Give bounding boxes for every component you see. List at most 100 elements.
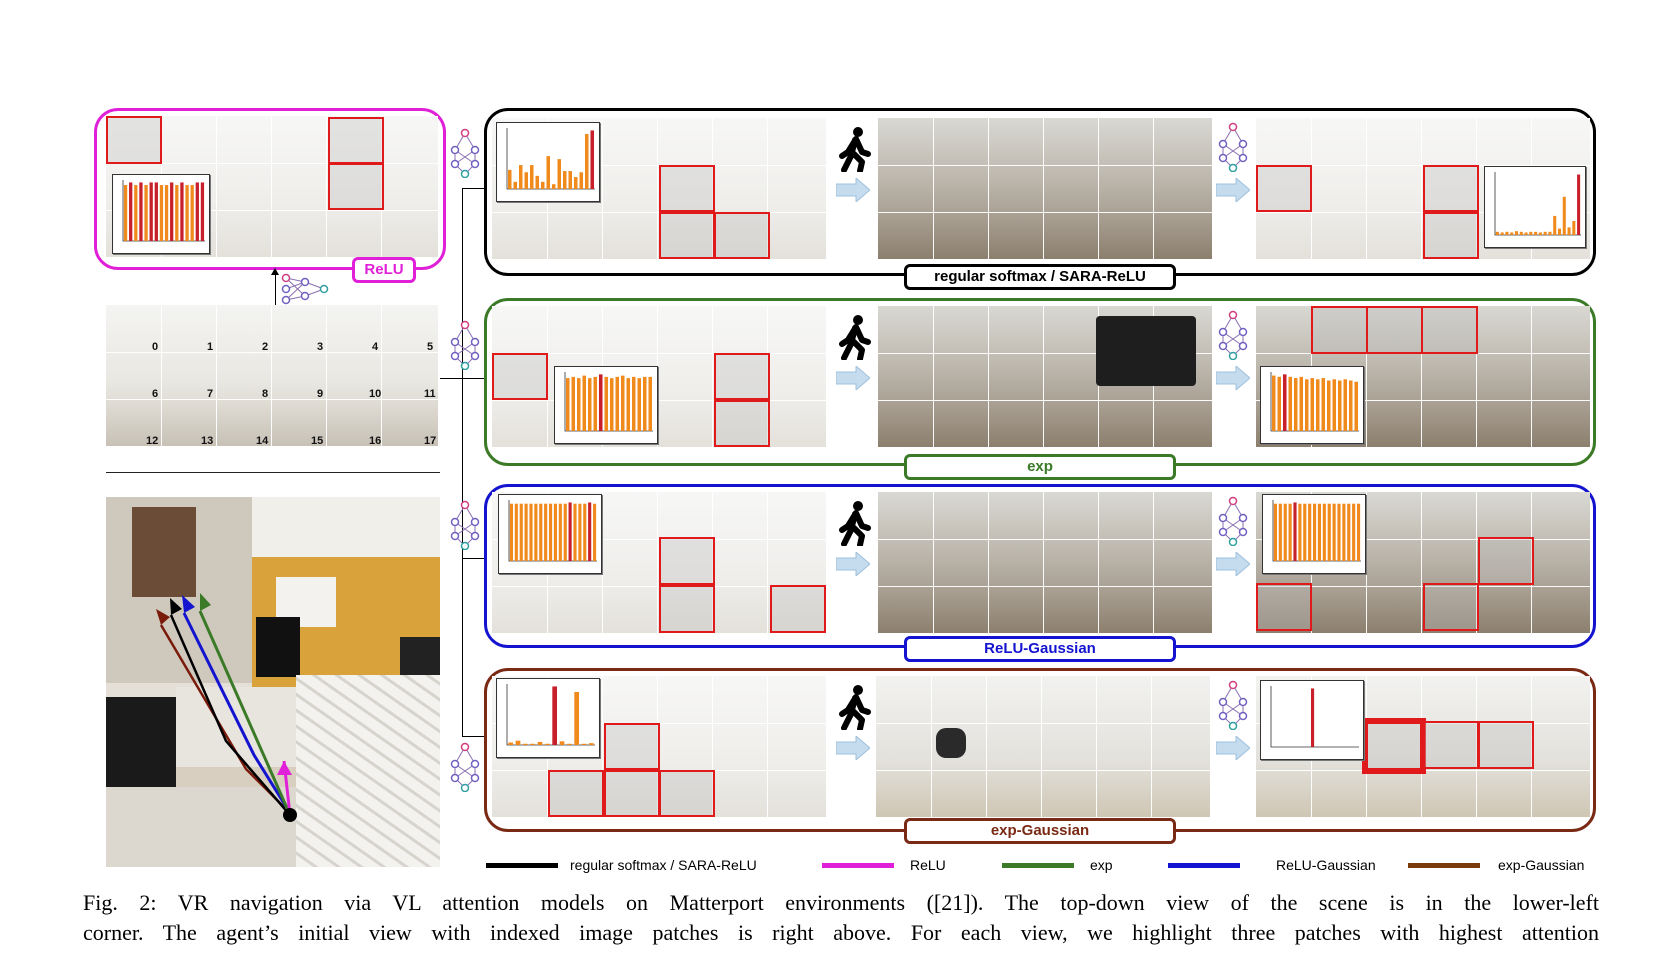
histogram-bar: [552, 686, 557, 745]
legend-label: regular softmax / SARA-ReLU: [570, 857, 757, 873]
histogram-bar: [1558, 229, 1561, 235]
legend-item: ReLU-Gaussian: [1168, 856, 1376, 874]
neural-network-icon: [280, 272, 330, 306]
patch-index: 7: [207, 388, 213, 400]
histogram-bar: [523, 744, 528, 745]
regular-final-view: [1256, 118, 1590, 259]
right-arrow-icon: [836, 552, 870, 581]
histogram-bar: [593, 377, 597, 431]
histogram-bar: [615, 377, 619, 431]
histogram-bar: [560, 741, 565, 745]
attention-patch: [1311, 306, 1368, 354]
legend-label: exp: [1090, 857, 1113, 873]
histogram-bar: [1299, 377, 1303, 431]
patch-index: 2: [262, 341, 268, 353]
patch-index: 0: [152, 341, 158, 353]
histogram-bar: [590, 130, 594, 189]
histogram-bar: [554, 504, 557, 561]
legend-item: regular softmax / SARA-ReLU: [486, 856, 757, 874]
patch-index: 3: [317, 341, 323, 353]
histogram-bar: [508, 170, 512, 189]
histogram-bar: [1515, 231, 1518, 235]
attention-patch: [492, 353, 548, 400]
histogram-bar: [1510, 232, 1513, 235]
neural-network-icon: [448, 500, 482, 550]
patch-index: 15: [311, 435, 323, 447]
histogram-bar: [538, 742, 543, 745]
histogram-bar: [1338, 381, 1342, 431]
histogram-bar: [185, 185, 188, 241]
histogram-bar: [129, 182, 132, 241]
attention-patch: [1423, 721, 1479, 769]
figure-number: Fig. 2:: [83, 890, 157, 915]
relu-view-image: [106, 116, 438, 257]
attention-patch: [659, 212, 715, 259]
regular-initial-view: [492, 118, 826, 259]
histogram-bar: [201, 182, 204, 241]
exp-final-view: [1256, 306, 1590, 447]
histogram-bar: [1525, 232, 1528, 235]
histogram-bar: [589, 743, 594, 745]
histogram-bar: [530, 744, 535, 745]
histogram-bar: [134, 185, 137, 241]
legend-item: ReLU: [822, 856, 946, 874]
top-down-map: [106, 497, 440, 867]
relu-gaussian-final-view: [1256, 492, 1590, 633]
attention-patch: [328, 117, 384, 164]
legend-label: ReLU-Gaussian: [1276, 857, 1376, 873]
histogram-bar: [520, 504, 523, 561]
attention-patch: [1423, 212, 1479, 259]
patch-index: 11: [424, 388, 436, 400]
attention-histogram: [112, 174, 210, 254]
histogram-bar: [1289, 504, 1292, 561]
attention-patch: [548, 770, 604, 817]
attention-patch: [1478, 537, 1534, 585]
histogram-bar: [563, 171, 567, 189]
attention-patch: [1423, 583, 1479, 631]
histogram-bar: [1347, 504, 1350, 561]
histogram-bar: [583, 504, 586, 561]
attention-patch: [1478, 721, 1534, 769]
histogram-bar: [648, 377, 652, 431]
legend-label: ReLU: [910, 857, 946, 873]
histogram-axis: [1271, 686, 1359, 747]
histogram-bar: [632, 377, 636, 431]
figure-caption: Fig. 2: VR navigation via VL attention m…: [83, 888, 1599, 948]
exp-gaussian-final-view: [1256, 676, 1590, 817]
relu-gaussian-mid-view: [878, 492, 1212, 633]
histogram-bar: [573, 504, 576, 561]
legend-swatch: [1408, 863, 1480, 868]
legend-swatch: [486, 863, 558, 868]
histogram-bar: [1277, 377, 1281, 431]
histogram-axis: [507, 684, 595, 745]
histogram-bar: [1343, 379, 1347, 431]
histogram-bar: [610, 378, 614, 431]
histogram-bar: [567, 744, 572, 745]
walking-person-icon: [834, 126, 874, 177]
histogram-bar: [1321, 378, 1325, 431]
attention-patch: [328, 163, 384, 210]
patch-index: 9: [317, 388, 323, 400]
histogram-bar: [577, 378, 581, 431]
histogram-bar: [569, 502, 572, 561]
histogram-bar: [643, 377, 647, 431]
right-arrow-icon: [1216, 552, 1250, 581]
patch-index: 4: [372, 341, 378, 353]
histogram-bar: [588, 502, 591, 561]
attention-patch: [714, 353, 770, 400]
attention-patch: [1366, 306, 1423, 354]
neural-network-icon: [1216, 496, 1250, 551]
attention-patch: [604, 770, 660, 817]
caption-line: VR navigation via VL attention models on…: [178, 890, 1599, 915]
histogram-bar: [139, 182, 142, 241]
attention-histogram: [496, 678, 600, 758]
caption-line: corner. The agent’s initial view with in…: [83, 918, 1599, 948]
histogram-bar: [559, 504, 562, 561]
histogram-bar: [1293, 502, 1296, 561]
right-arrow-icon: [836, 736, 870, 765]
histogram-bar: [1520, 232, 1523, 235]
histogram-bar: [564, 504, 567, 561]
patch-index: 8: [262, 388, 268, 400]
attention-histogram: [1260, 680, 1364, 760]
histogram-bar: [510, 504, 513, 561]
